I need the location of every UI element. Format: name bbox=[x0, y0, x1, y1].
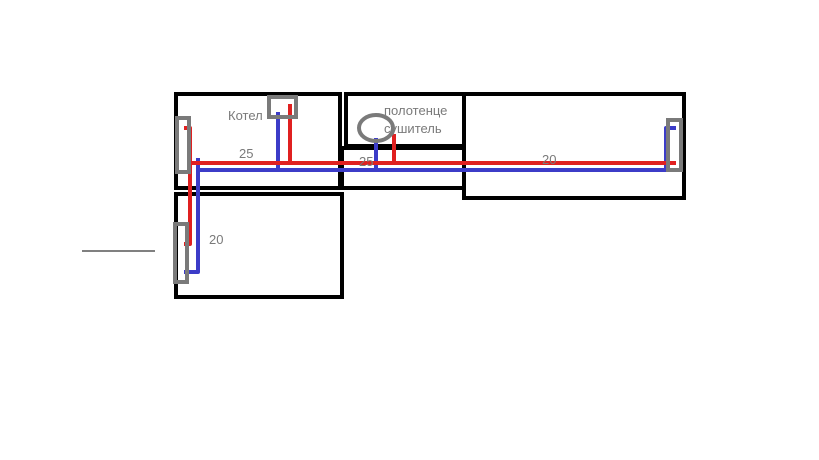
pipe-size-main-left: 25 bbox=[239, 146, 253, 161]
devices bbox=[173, 95, 683, 284]
pipe-size-main-mid: 25 bbox=[359, 154, 373, 169]
boiler-unit bbox=[267, 95, 298, 119]
radiator-upper-left bbox=[175, 116, 191, 174]
room-right bbox=[462, 92, 686, 200]
room-lower-left bbox=[174, 192, 344, 299]
pipe-size-lower-left: 20 bbox=[209, 232, 223, 247]
pipe-size-right: 20 bbox=[542, 152, 556, 167]
radiator-lower-left bbox=[173, 222, 189, 284]
towel-dryer-label-line1: полотенце bbox=[384, 103, 447, 118]
towel-dryer-unit bbox=[357, 113, 395, 143]
radiator-right bbox=[666, 118, 683, 172]
boiler-label: Котел bbox=[228, 108, 263, 123]
towel-dryer-label-line2: сушитель bbox=[384, 121, 442, 136]
